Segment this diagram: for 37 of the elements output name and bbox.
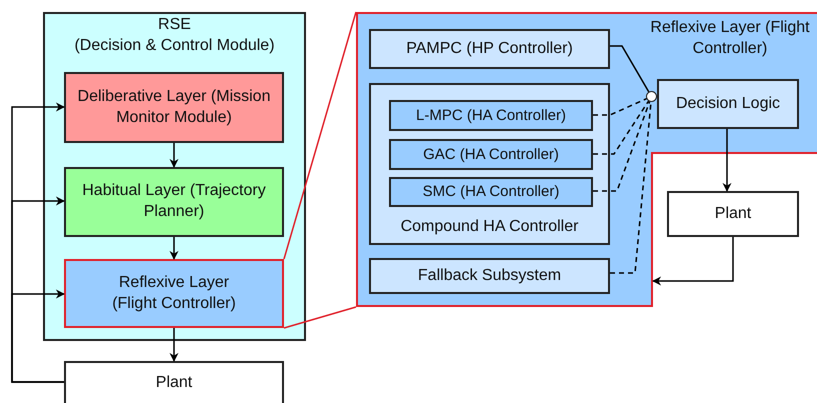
controller-box — [369, 29, 610, 69]
box-label: GAC (HA Controller) — [423, 144, 559, 164]
controller-box — [389, 100, 593, 131]
box-label: Reflexive Layer (Flight Controller) — [111, 272, 237, 314]
box-label: Reflexive Layer (Flight Controller) — [650, 18, 810, 59]
box-label: Decision Logic — [676, 94, 780, 114]
zoom-line — [284, 306, 356, 329]
connector-arrow — [170, 237, 178, 260]
connector-arrow — [11, 290, 65, 383]
zoom-line — [283, 12, 357, 260]
module-container — [43, 12, 306, 341]
plant-box — [667, 191, 799, 237]
box-label: (Decision & Control Module) — [74, 36, 275, 56]
zoomed-layer-panel — [356, 12, 817, 307]
connector-arrow — [170, 143, 178, 168]
connector-arrow — [722, 129, 732, 192]
box-label: Deliberative Layer (Mission Monitor Module) — [76, 86, 272, 128]
box-title: RSE — [158, 15, 191, 35]
controller-box — [389, 139, 593, 170]
box-label: Plant — [714, 204, 752, 224]
box-label: L-MPC (HA Controller) — [416, 106, 566, 126]
controller-box — [389, 177, 593, 207]
box-label: Habitual Layer (Trajectory Planner) — [81, 181, 267, 222]
layer-box — [64, 72, 284, 143]
box-label: Fallback Subsystem — [418, 266, 562, 286]
decision-box — [657, 79, 799, 129]
box-label: Plant — [156, 373, 192, 393]
fallback-box — [369, 258, 610, 294]
controller-group — [369, 83, 610, 245]
box-label: Compound HA Controller — [400, 217, 578, 238]
layer-box — [64, 167, 284, 237]
box-label: SMC (HA Controller) — [422, 182, 560, 202]
box-label: PAMPC (HP Controller) — [406, 38, 573, 59]
connector-arrow — [170, 328, 178, 362]
layer-box — [64, 259, 284, 328]
connector-arrow — [652, 237, 734, 286]
plant-box — [64, 361, 284, 403]
